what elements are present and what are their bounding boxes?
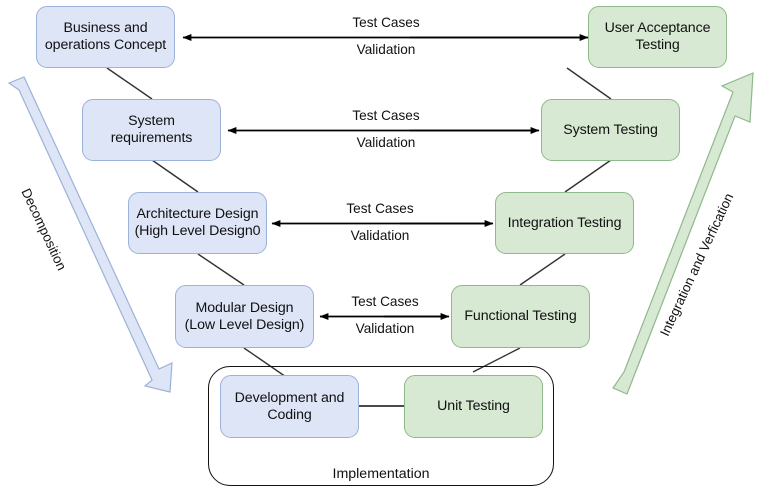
cross-link-label-2-above: Test Cases: [352, 108, 420, 123]
node-architecture-design[interactable]: Architecture Design (High Level Design0: [128, 192, 267, 254]
implementation-group-label: Implementation: [332, 466, 430, 482]
implementation-group: [208, 366, 554, 486]
node-unit-testing[interactable]: Unit Testing: [404, 375, 543, 438]
node-business-and-operations-concept[interactable]: Business and operations Concept: [36, 6, 175, 68]
connector-unit-to-functional: [472, 347, 521, 373]
connector-requirements-to-architecture: [151, 159, 199, 193]
node-label: Modular Design (Low Level Design): [184, 299, 305, 333]
cross-link-label-2-below: Validation: [356, 135, 416, 150]
connector-functional-to-integration: [519, 253, 566, 286]
node-label: User Acceptance Testing: [604, 20, 711, 53]
cross-link-label-4-above: Test Cases: [351, 294, 419, 309]
cross-link-label-4-below: Validation: [355, 321, 415, 336]
node-system-testing[interactable]: System Testing: [541, 99, 680, 161]
node-integration-testing[interactable]: Integration Testing: [495, 192, 634, 254]
node-development-and-coding[interactable]: Development and Coding: [220, 375, 359, 438]
cross-link-label-1-above: Test Cases: [352, 15, 420, 30]
node-label: Functional Testing: [464, 308, 577, 324]
decomposition-band-arrow: [7, 76, 173, 393]
cross-link-label-3-below: Validation: [350, 228, 410, 243]
cross-link-label-1-below: Validation: [356, 42, 416, 57]
integration-verification-band-arrow: [612, 72, 754, 395]
cross-link-label-3-above: Test Cases: [346, 201, 414, 216]
node-user-acceptance-testing[interactable]: User Acceptance Testing: [588, 6, 727, 68]
node-label: Development and Coding: [234, 389, 345, 423]
node-functional-testing[interactable]: Functional Testing: [451, 285, 590, 348]
node-label: Architecture Design (High Level Design0: [134, 206, 261, 239]
connector-concept-to-requirements: [106, 67, 153, 100]
connector-architecture-to-modular: [197, 253, 245, 286]
node-system-requirements[interactable]: System requirements: [82, 99, 221, 161]
node-modular-design[interactable]: Modular Design (Low Level Design): [175, 285, 314, 348]
connector-integration-to-system-testing: [564, 159, 612, 193]
node-label: System requirements: [110, 113, 193, 146]
node-label: Integration Testing: [507, 214, 622, 231]
node-label: System Testing: [563, 121, 658, 138]
node-label: Unit Testing: [437, 398, 510, 414]
node-label: Business and operations Concept: [44, 20, 167, 53]
connector-system-testing-to-uat: [566, 67, 612, 100]
connector-modular-to-development: [243, 347, 290, 380]
